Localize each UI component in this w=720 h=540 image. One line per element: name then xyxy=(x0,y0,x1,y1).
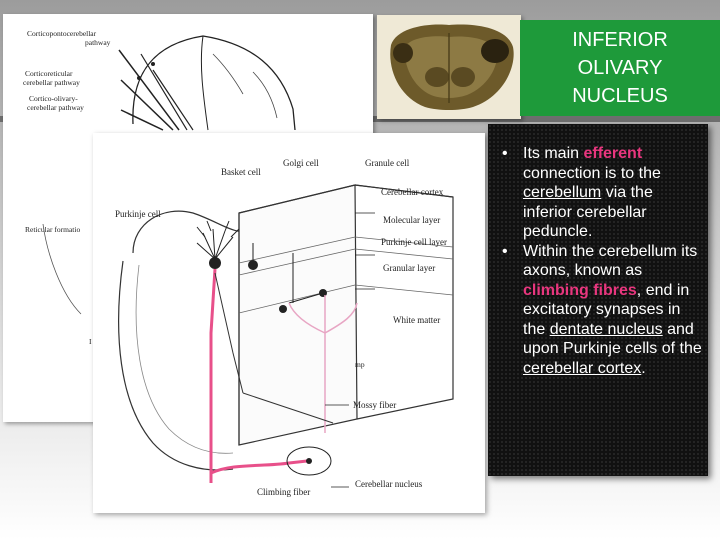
bullet-1-mid: connection is to the xyxy=(523,164,661,182)
bullet-2-pre: Within the cerebellum its axons, known a… xyxy=(523,242,698,280)
content-panel: Its main efferent connection is to the c… xyxy=(488,124,708,476)
highlight-climbing-fibres: climbing fibres xyxy=(523,281,637,299)
cerebellum-figure: Golgi cell Granule cell Basket cell Cere… xyxy=(93,133,485,513)
label-corticoreticular: Corticoreticular xyxy=(25,69,73,78)
label-cortico-olivary: Cortico-olivary- xyxy=(29,94,78,103)
bullet-2-mid2: and upon Purkinje cells of the xyxy=(523,320,702,358)
slide-title: INFERIOR OLIVARY NUCLEUS xyxy=(545,26,695,110)
label-golgi-cell: Golgi cell xyxy=(283,158,319,168)
link-cerebellar-cortex[interactable]: cerebellar cortex xyxy=(523,359,642,377)
label-cerebellar-cortex: Cerebellar cortex xyxy=(381,187,444,197)
title-line-3: NUCLEUS xyxy=(572,85,668,107)
bullet-list: Its main efferent connection is to the c… xyxy=(502,144,702,378)
label-cerebellar-pathway-2: cerebellar pathway xyxy=(27,103,84,112)
bullet-climbing: Within the cerebellum its axons, known a… xyxy=(502,242,702,379)
label-purkinje-cell-layer: Purkinje cell layer xyxy=(381,237,447,247)
pathway-drawing: Corticopontocerebellar pathway Corticore… xyxy=(23,29,296,346)
title-box: INFERIOR OLIVARY NUCLEUS xyxy=(520,20,720,116)
label-white-matter: White matter xyxy=(393,315,440,325)
link-dentate-nucleus[interactable]: dentate nucleus xyxy=(549,320,663,338)
label-pathway: pathway xyxy=(85,38,111,47)
label-basket-cell: Basket cell xyxy=(221,167,261,177)
bullet-1-pre: Its main xyxy=(523,145,584,162)
bullet-efferent: Its main efferent connection is to the c… xyxy=(502,144,702,242)
label-cerebellar-nucleus: Cerebellar nucleus xyxy=(355,479,423,489)
label-purkinje-cell: Purkinje cell xyxy=(115,209,161,219)
label-signature: mp xyxy=(355,360,365,369)
brainstem-photo xyxy=(377,15,521,119)
brainstem-photo-drawing xyxy=(377,15,521,119)
label-molecular-layer: Molecular layer xyxy=(383,215,440,225)
bullet-1-post: via the inferior cerebellar peduncle. xyxy=(523,184,653,240)
bullet-2-mid: , end in excitatory synapses in the xyxy=(523,281,690,338)
label-granule-cell: Granule cell xyxy=(365,158,410,168)
label-granular-layer: Granular layer xyxy=(383,263,435,273)
label-corticopontocerebellar: Corticopontocerebellar xyxy=(27,29,97,38)
label-reticular-formation: Reticular formatio xyxy=(25,225,80,234)
highlight-efferent: efferent xyxy=(583,145,643,162)
title-line-2: OLIVARY xyxy=(577,57,663,79)
link-cerebellum[interactable]: cerebellum xyxy=(523,184,602,201)
title-line-1: INFERIOR xyxy=(572,29,668,51)
label-climbing-fiber: Climbing fiber xyxy=(257,487,310,497)
cerebellum-drawing: Golgi cell Granule cell Basket cell Cere… xyxy=(115,158,454,497)
label-mossy-fiber: Mossy fiber xyxy=(353,400,396,410)
label-fragment: I xyxy=(89,337,92,346)
label-cerebellar-pathway-1: cerebellar pathway xyxy=(23,78,80,87)
bullet-2-post: . xyxy=(641,359,646,377)
